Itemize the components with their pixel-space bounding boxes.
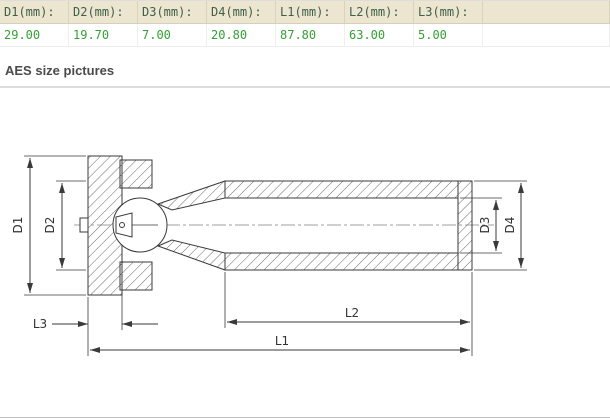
body-wall-bottom <box>224 252 459 271</box>
spec-col-label-l2: L2(mm): <box>345 1 414 23</box>
neck-wall-bottom <box>156 239 226 271</box>
diagram-area: D1 D2 D3 D4 <box>0 98 610 402</box>
socket-top-section <box>119 159 153 189</box>
spec-col-label-l1: L1(mm): <box>276 1 345 23</box>
dim-label-d3: D3 <box>478 217 492 234</box>
nozzle-tip <box>79 217 89 233</box>
spec-values-filler <box>483 24 610 46</box>
spec-values-row: 29.00 19.70 7.00 20.80 87.80 63.00 5.00 <box>0 24 610 47</box>
body-end-cap <box>457 180 473 271</box>
dim-l3: L3 <box>33 292 158 356</box>
spec-col-label-d4: D4(mm): <box>207 1 276 23</box>
section-title: AES size pictures <box>5 63 115 78</box>
neck-wall-top <box>156 180 226 211</box>
dim-d1: D1 <box>11 155 86 296</box>
socket-bottom-section <box>119 261 153 291</box>
dim-label-d2: D2 <box>43 217 57 234</box>
spec-value-d3: 7.00 <box>138 24 207 46</box>
size-spec-table: D1(mm): D2(mm): D3(mm): D4(mm): L1(mm): … <box>0 0 610 47</box>
aes-size-diagram: D1 D2 D3 D4 <box>11 155 527 356</box>
dim-d4: D4 <box>474 180 527 271</box>
spec-value-d2: 19.70 <box>69 24 138 46</box>
spec-value-d1: 29.00 <box>0 24 69 46</box>
dim-label-d1: D1 <box>11 217 25 234</box>
spec-header-row: D1(mm): D2(mm): D3(mm): D4(mm): L1(mm): … <box>0 1 610 24</box>
dim-label-l3: L3 <box>33 317 47 331</box>
spec-value-d4: 20.80 <box>207 24 276 46</box>
dim-l1: L1 <box>90 334 470 353</box>
dim-d3: D3 <box>460 197 502 254</box>
section-divider <box>0 86 610 88</box>
spec-col-label-l3: L3(mm): <box>414 1 483 23</box>
spec-value-l1: 87.80 <box>276 24 345 46</box>
dim-d2: D2 <box>43 180 86 271</box>
dim-label-l1: L1 <box>275 334 289 348</box>
spec-col-label-d2: D2(mm): <box>69 1 138 23</box>
dim-l2: L2 <box>224 272 473 356</box>
ball-orifice <box>119 222 125 228</box>
spec-col-label-d3: D3(mm): <box>138 1 207 23</box>
spec-value-l3: 5.00 <box>414 24 483 46</box>
spec-header-filler <box>483 1 610 23</box>
dim-label-l2: L2 <box>345 306 359 320</box>
body-wall-top <box>224 180 459 199</box>
dim-label-d4: D4 <box>503 217 517 234</box>
spec-value-l2: 63.00 <box>345 24 414 46</box>
spec-col-label-d1: D1(mm): <box>0 1 69 23</box>
